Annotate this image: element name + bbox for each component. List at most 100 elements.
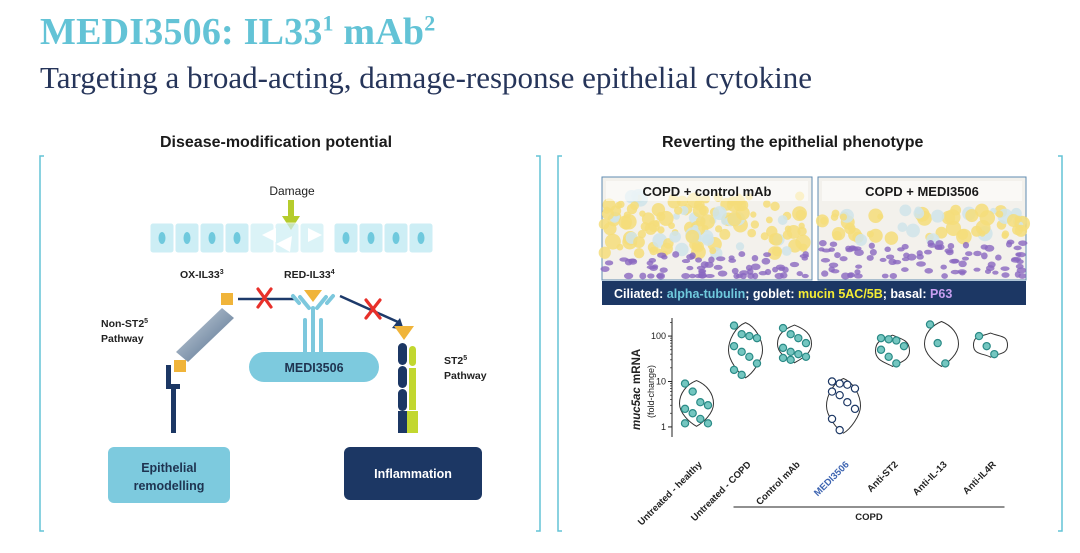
basal-nucleus xyxy=(604,260,614,266)
st2-ligand-triangle xyxy=(394,326,414,340)
tissue-cell xyxy=(603,222,617,236)
basal-nucleus xyxy=(885,254,895,260)
basal-nucleus xyxy=(854,249,864,256)
tissue-cell xyxy=(839,213,848,221)
basal-nucleus xyxy=(600,266,610,272)
data-point xyxy=(794,333,803,343)
tissue-cell xyxy=(1001,230,1010,238)
category-label: Control mAb xyxy=(754,459,803,508)
data-point xyxy=(680,419,690,428)
tissue-cell xyxy=(777,215,788,225)
basal-nucleus xyxy=(984,244,995,252)
tissue-cell xyxy=(770,201,780,212)
y-tick-label: 1 xyxy=(661,422,666,432)
basal-nucleus xyxy=(935,240,944,247)
basal-nucleus xyxy=(789,261,800,268)
basal-nucleus xyxy=(772,266,779,273)
category-label: MEDI3506 xyxy=(812,459,852,499)
tissue-cell xyxy=(750,211,757,218)
tissue-cell xyxy=(637,229,647,239)
slide-title: MEDI3506: IL331 mAb2 xyxy=(40,10,436,53)
basal-nucleus xyxy=(924,249,932,255)
data-point xyxy=(729,365,739,375)
medi3506-pill-label: MEDI3506 xyxy=(284,361,343,375)
non-st2-label: Non-ST25 xyxy=(101,318,148,330)
basal-nucleus xyxy=(1015,252,1022,257)
tissue-cell xyxy=(974,203,989,218)
basal-nucleus xyxy=(801,273,809,279)
data-point xyxy=(745,352,754,361)
tissue-cell xyxy=(906,223,920,238)
ox-il33-label: OX-IL333 xyxy=(180,269,224,281)
basal-nucleus xyxy=(961,256,969,261)
basal-nucleus xyxy=(853,273,863,279)
basal-nucleus xyxy=(782,266,789,273)
data-point xyxy=(680,404,690,414)
basal-nucleus xyxy=(717,270,728,277)
epithelial-cell-layer xyxy=(149,222,434,254)
tissue-cell xyxy=(618,215,633,230)
tissue-cell xyxy=(935,226,948,239)
tissue-cell xyxy=(633,236,645,249)
data-point xyxy=(786,355,795,365)
basal-nucleus xyxy=(695,257,703,263)
basal-nucleus xyxy=(708,256,715,264)
tissue-cell xyxy=(692,203,707,218)
basal-nucleus xyxy=(901,257,910,262)
data-point xyxy=(835,390,844,400)
data-point xyxy=(737,347,746,357)
basal-nucleus xyxy=(957,269,967,275)
right-panel-frame xyxy=(557,155,1063,532)
data-point xyxy=(843,398,852,407)
basal-nucleus xyxy=(829,241,838,247)
basal-nucleus xyxy=(855,264,863,269)
basal-nucleus xyxy=(951,258,960,264)
basal-nucleus xyxy=(965,251,973,257)
basal-nucleus xyxy=(1013,245,1022,251)
violin-outline xyxy=(923,320,960,368)
violin-outline xyxy=(678,380,715,427)
basal-nucleus xyxy=(940,264,947,270)
tissue-cell xyxy=(899,204,912,217)
tissue-cell xyxy=(979,230,986,237)
inflammation-label: Inflammation xyxy=(374,467,452,481)
st2-pathway-label-2: Pathway xyxy=(444,370,487,382)
left-panel-heading: Disease-modification potential xyxy=(160,134,393,151)
basal-nucleus xyxy=(672,251,680,258)
basal-nucleus xyxy=(881,273,889,279)
basal-nucleus xyxy=(973,267,981,272)
basal-nucleus xyxy=(987,261,996,268)
tissue-cell xyxy=(868,228,883,243)
basal-nucleus xyxy=(848,246,858,252)
data-point xyxy=(827,377,837,386)
basal-nucleus xyxy=(689,252,696,260)
basal-nucleus xyxy=(884,246,891,253)
tissue-cell xyxy=(792,206,807,222)
basal-nucleus xyxy=(941,273,948,279)
violin-outline xyxy=(776,324,813,364)
basal-nucleus xyxy=(689,273,696,279)
basal-nucleus xyxy=(738,251,746,258)
tissue-cell xyxy=(668,222,675,229)
tissue-cell xyxy=(674,206,683,215)
category-label: Anti-IL4R xyxy=(961,459,999,497)
epithelial-remodelling-label-2: remodelling xyxy=(134,479,205,493)
data-point xyxy=(827,414,837,424)
basal-nucleus xyxy=(681,272,691,280)
basal-nucleus xyxy=(973,250,982,257)
cell-nucleus xyxy=(183,232,191,244)
inflammation-box xyxy=(344,447,482,500)
basal-nucleus xyxy=(947,243,955,250)
tissue-cell xyxy=(639,210,646,217)
basal-nucleus xyxy=(646,265,657,270)
basal-nucleus xyxy=(731,267,739,275)
tissue-cell xyxy=(719,228,731,240)
tissue-cell xyxy=(769,232,783,246)
basal-nucleus xyxy=(869,248,877,256)
basal-nucleus xyxy=(1018,273,1027,279)
tissue-cell xyxy=(832,230,842,241)
st2-receptor-icon xyxy=(398,343,418,433)
data-point xyxy=(892,359,901,368)
tissue-cell xyxy=(1014,224,1028,237)
basal-nucleus xyxy=(739,270,749,276)
